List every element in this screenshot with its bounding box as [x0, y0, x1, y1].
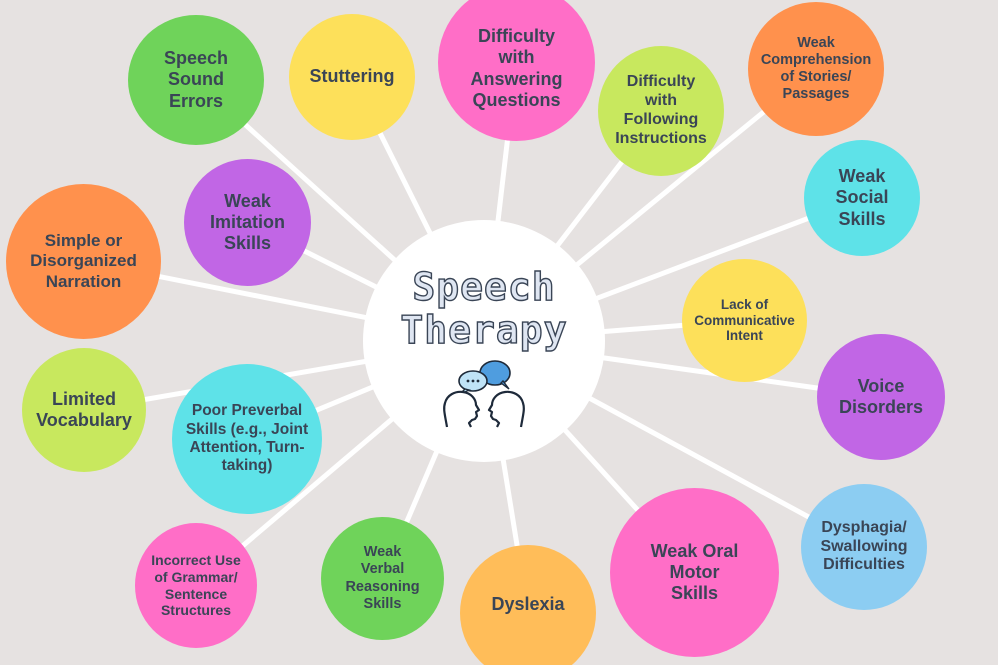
- node-label: Difficulty with Following Instructions: [615, 73, 707, 147]
- node-dyslexia: Dyslexia: [460, 545, 596, 665]
- node-label: Dysphagia/ Swallowing Difficulties: [820, 518, 908, 574]
- node-label: Poor Preverbal Skills (e.g., Joint Atten…: [185, 402, 309, 475]
- hub-title: Speech Therapy: [400, 265, 568, 352]
- node-label: Lack of Communicative Intent: [694, 296, 795, 344]
- node-label: Weak Verbal Reasoning Skills: [345, 544, 420, 612]
- central-hub: Speech Therapy: [363, 220, 605, 462]
- node-limited-vocabulary: Limited Vocabulary: [22, 348, 146, 472]
- node-label: Weak Social Skills: [835, 166, 889, 229]
- node-stuttering: Stuttering: [289, 14, 415, 140]
- node-speech-sound-errors: Speech Sound Errors: [128, 15, 264, 145]
- node-weak-comprehension-stories: Weak Comprehension of Stories/ Passages: [748, 2, 884, 136]
- node-label: Weak Comprehension of Stories/ Passages: [760, 34, 872, 103]
- node-label: Simple or Disorganized Narration: [30, 231, 137, 291]
- node-label: Limited Vocabulary: [36, 388, 132, 430]
- node-simple-disorganized-narration: Simple or Disorganized Narration: [6, 184, 161, 339]
- node-lack-communicative-intent: Lack of Communicative Intent: [682, 259, 807, 382]
- node-poor-preverbal-skills: Poor Preverbal Skills (e.g., Joint Atten…: [172, 364, 322, 514]
- node-incorrect-grammar: Incorrect Use of Grammar/ Sentence Struc…: [135, 523, 257, 648]
- node-difficulty-following-instructions: Difficulty with Following Instructions: [598, 46, 724, 176]
- node-weak-imitation-skills: Weak Imitation Skills: [184, 159, 311, 286]
- node-label: Stuttering: [309, 66, 395, 87]
- node-voice-disorders: Voice Disorders: [817, 334, 945, 460]
- node-label: Incorrect Use of Grammar/ Sentence Struc…: [151, 552, 241, 619]
- two-heads-talking-icon: [443, 360, 525, 428]
- node-label: Weak Oral Motor Skills: [650, 540, 739, 604]
- node-weak-verbal-reasoning: Weak Verbal Reasoning Skills: [321, 517, 444, 640]
- node-label: Speech Sound Errors: [163, 48, 229, 111]
- node-weak-oral-motor-skills: Weak Oral Motor Skills: [610, 488, 779, 657]
- node-dysphagia-swallowing: Dysphagia/ Swallowing Difficulties: [801, 484, 927, 610]
- node-weak-social-skills: Weak Social Skills: [804, 140, 920, 256]
- node-label: Difficulty with Answering Questions: [470, 26, 563, 110]
- node-label: Voice Disorders: [838, 375, 924, 417]
- node-label: Dyslexia: [491, 594, 565, 615]
- node-difficulty-answering-questions: Difficulty with Answering Questions: [438, 0, 595, 141]
- node-label: Weak Imitation Skills: [210, 190, 285, 254]
